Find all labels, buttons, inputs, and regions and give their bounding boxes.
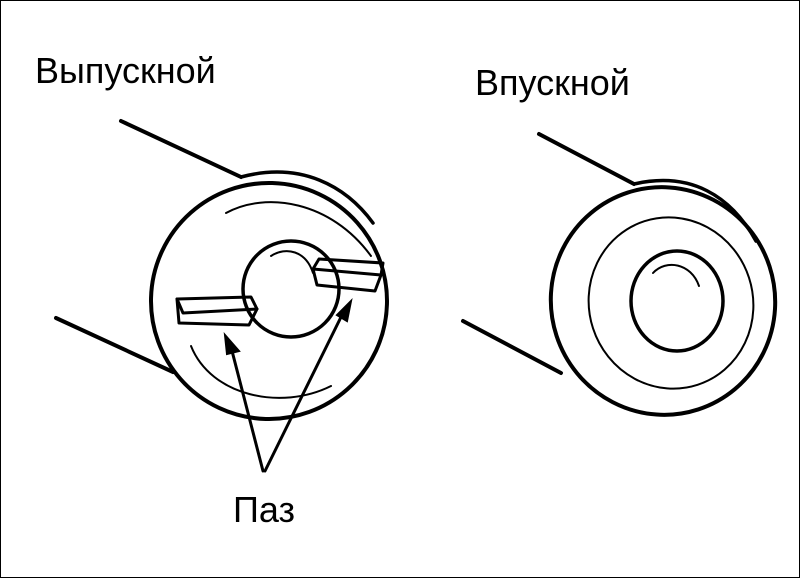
exhaust-label: Выпускной	[35, 50, 216, 91]
exhaust-collar-face-outer	[149, 181, 389, 421]
exhaust-shaft-top-line	[119, 119, 243, 179]
exhaust-bore-inner	[270, 250, 314, 274]
intake-bore-inner	[652, 264, 700, 287]
intake-bore-outer	[629, 249, 725, 353]
intake-collar-face-rim	[587, 216, 755, 390]
groove-arrow-right-line	[263, 311, 345, 473]
intake-shaft-top-line	[537, 132, 636, 186]
intake-label: Впускной	[475, 62, 630, 103]
intake-collar-body	[632, 178, 758, 243]
groove-arrow-left-line	[229, 345, 265, 473]
exhaust-collar-body	[239, 170, 375, 225]
groove-arrow-left-head	[223, 331, 241, 356]
intake-shaft-bottom-line	[461, 319, 563, 375]
exhaust-shaft-bottom-line	[54, 316, 175, 374]
exhaust-camshaft	[54, 119, 389, 473]
groove-label: Паз	[233, 489, 295, 530]
exhaust-collar-face-rim	[225, 201, 372, 257]
groove-arrow-right-head	[335, 297, 353, 323]
exhaust-collar-face-rim-lower	[190, 345, 332, 399]
groove-slot-right	[311, 267, 383, 293]
exhaust-bore-outer	[241, 239, 341, 339]
intake-collar-face-outer	[548, 185, 778, 417]
intake-camshaft	[461, 132, 778, 417]
